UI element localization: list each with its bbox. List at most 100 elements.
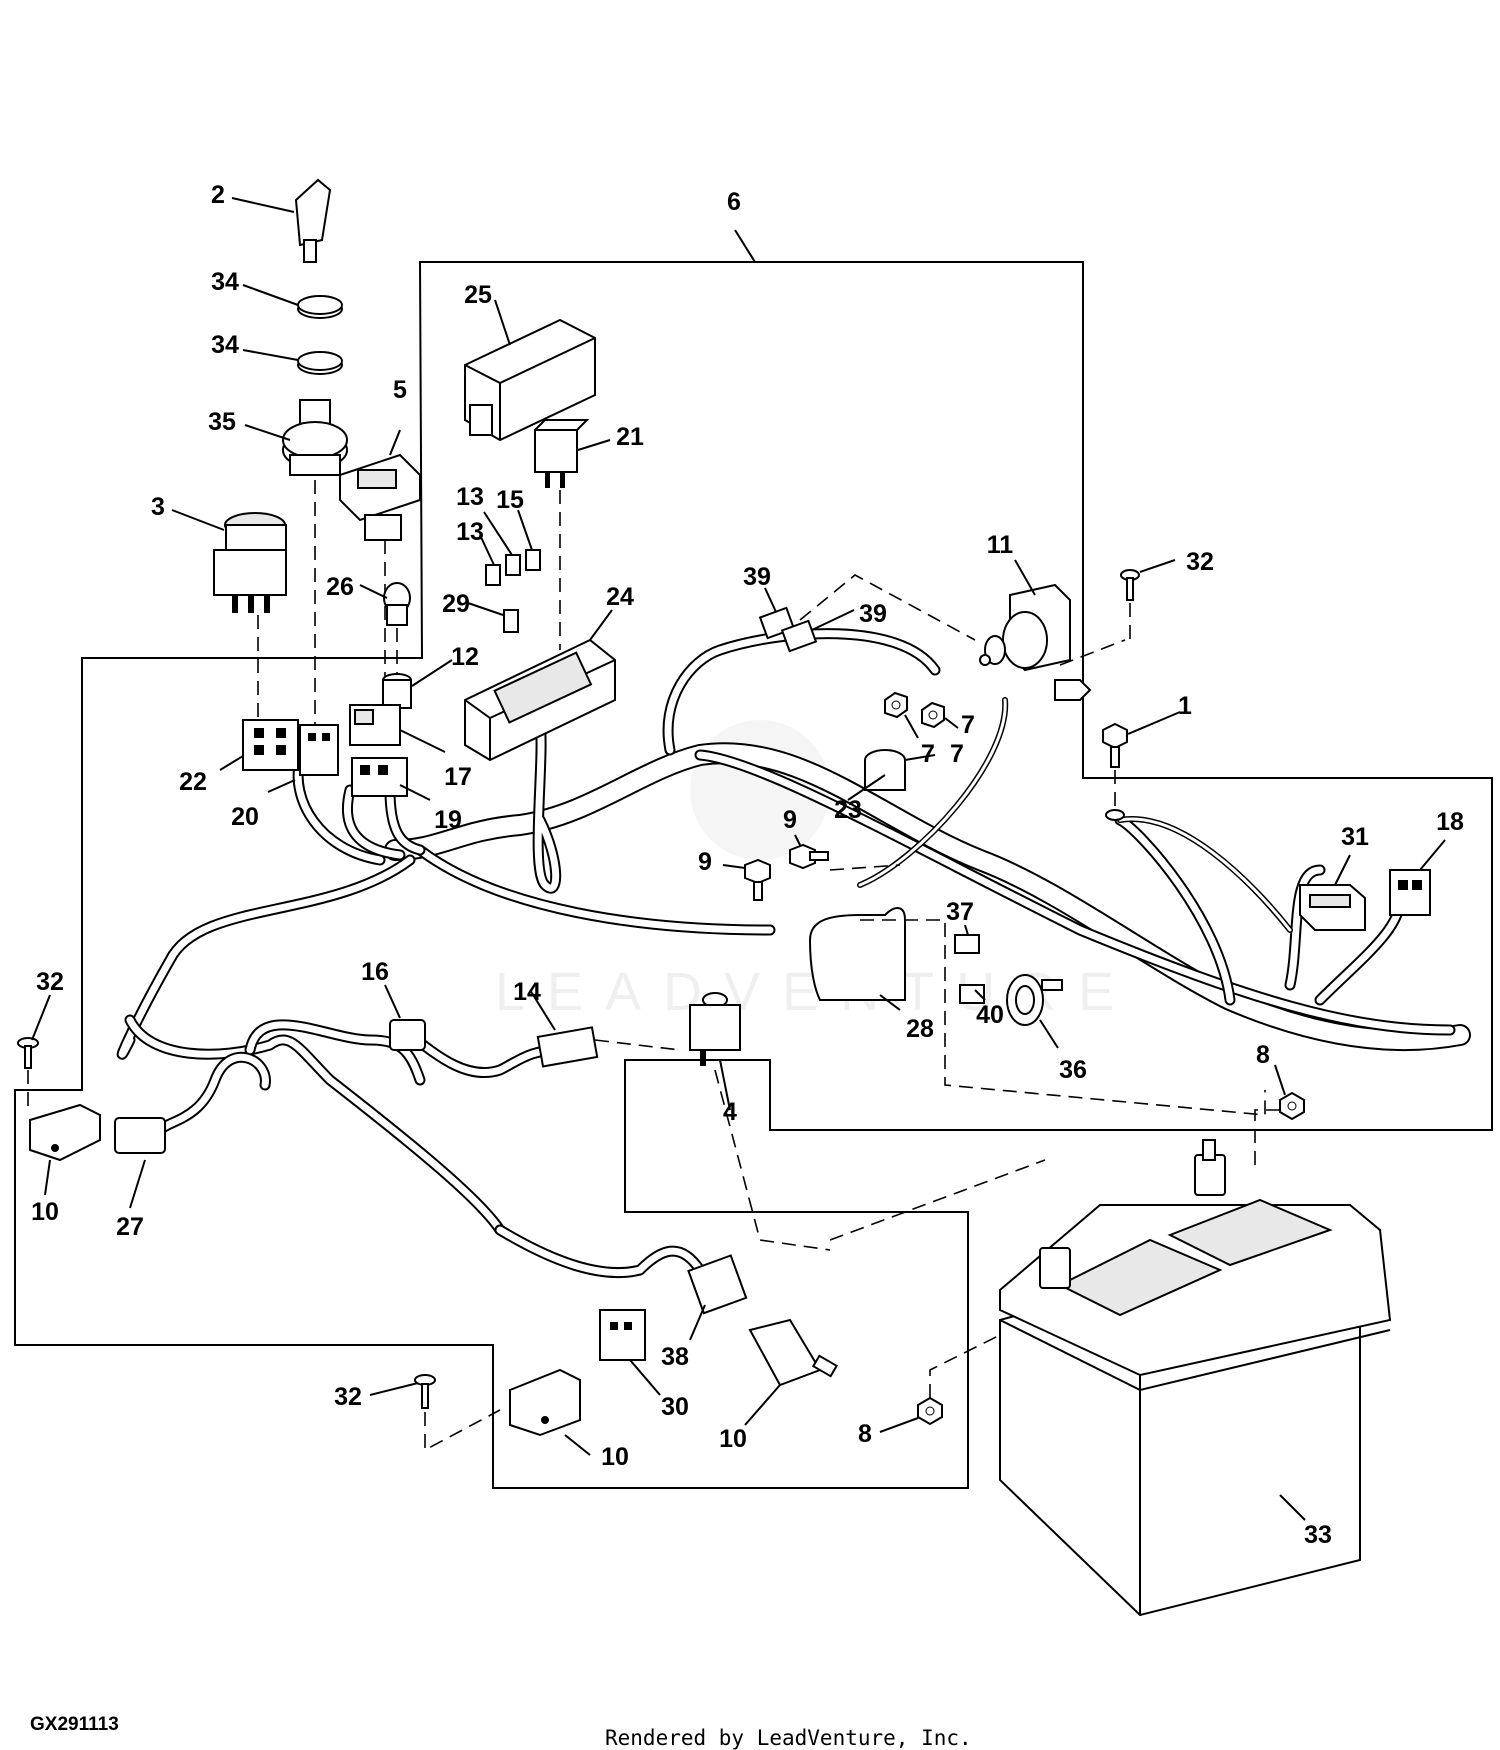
leader-34a bbox=[242, 284, 299, 306]
leader-32b bbox=[31, 994, 51, 1041]
ground-bolt bbox=[1102, 722, 1128, 768]
callout-12: 12 bbox=[451, 643, 479, 671]
leader-2 bbox=[231, 197, 295, 213]
leader-10b bbox=[564, 1434, 591, 1456]
leader-30 bbox=[629, 1359, 661, 1396]
battery-terminal-nut-upper bbox=[1279, 1091, 1305, 1121]
leader-13b bbox=[483, 511, 513, 556]
battery-ground-cable bbox=[857, 697, 1293, 933]
harness-connector-b bbox=[780, 619, 818, 653]
light-connector bbox=[349, 704, 401, 746]
callout-30: 30 bbox=[661, 1393, 689, 1421]
leader-10a bbox=[44, 1159, 51, 1196]
harness-boundary-outline bbox=[14, 261, 1493, 1489]
callout-3: 3 bbox=[151, 493, 165, 521]
leader-24 bbox=[589, 609, 613, 641]
callout-18: 18 bbox=[1436, 808, 1464, 836]
dash-32c bbox=[424, 1409, 501, 1452]
callout-26: 26 bbox=[326, 573, 354, 601]
fuse-small bbox=[503, 609, 519, 633]
pto-harness-connector bbox=[242, 719, 299, 771]
screw-upper bbox=[1120, 569, 1140, 601]
callout-17: 17 bbox=[444, 763, 472, 791]
callout-34a: 34 bbox=[211, 268, 239, 296]
dash-37 bbox=[860, 919, 1266, 1116]
leader-28 bbox=[879, 994, 901, 1011]
reverse-connector bbox=[687, 1254, 748, 1315]
callout-labels: 1 2 3 4 5 6 7 7 7 8 8 9 9 10 10 10 10 11… bbox=[31, 181, 1464, 1549]
callout-9b: 9 bbox=[783, 806, 797, 834]
leader-32c bbox=[369, 1382, 419, 1396]
leader-27 bbox=[129, 1159, 146, 1209]
leader-39b bbox=[811, 609, 855, 631]
interlock-switch-left bbox=[29, 1103, 101, 1162]
dash-8b bbox=[929, 1334, 1001, 1398]
wire-harness bbox=[116, 628, 1471, 1279]
ignition-key bbox=[294, 178, 332, 263]
callout-39a: 39 bbox=[743, 563, 771, 591]
callout-35: 35 bbox=[208, 408, 236, 436]
leader-12 bbox=[411, 659, 453, 687]
render-credit: Rendered by LeadVenture, Inc. bbox=[605, 1726, 972, 1750]
dash-9 bbox=[829, 864, 901, 871]
terminal-nut-b bbox=[921, 701, 945, 729]
ignition-switch bbox=[282, 399, 348, 476]
callout-29: 29 bbox=[442, 590, 470, 618]
leader-8b bbox=[879, 1417, 919, 1433]
interlock-connector bbox=[114, 1117, 166, 1154]
lamp-bulb bbox=[383, 582, 411, 626]
seat-connector bbox=[599, 1309, 646, 1361]
leader-29 bbox=[467, 602, 504, 616]
screw-lower bbox=[414, 1374, 436, 1409]
leader-9b bbox=[794, 834, 801, 846]
leader-19 bbox=[399, 784, 431, 801]
callout-33: 33 bbox=[1304, 1521, 1332, 1549]
callout-8b: 8 bbox=[858, 1420, 872, 1448]
ground-bolt-a bbox=[744, 858, 771, 901]
callout-7b: 7 bbox=[961, 711, 975, 739]
dash-8a bbox=[1254, 1109, 1280, 1165]
callout-13b: 13 bbox=[456, 483, 484, 511]
ignition-nut-upper bbox=[297, 295, 343, 319]
pto-connector bbox=[351, 757, 408, 797]
leader-26 bbox=[359, 584, 388, 599]
fuse-c bbox=[525, 549, 541, 571]
leader-14 bbox=[529, 989, 556, 1031]
callout-15: 15 bbox=[496, 486, 524, 514]
reverse-switch bbox=[748, 1318, 839, 1387]
leader-17 bbox=[399, 729, 446, 753]
leader-7c bbox=[904, 754, 936, 761]
pto-switch bbox=[213, 512, 287, 613]
callout-20: 20 bbox=[231, 803, 259, 831]
leader-36 bbox=[1039, 1019, 1059, 1049]
fuse-b bbox=[505, 554, 521, 576]
fuse-a bbox=[485, 564, 501, 586]
terminal-nut-a bbox=[884, 691, 908, 719]
leader-13a bbox=[479, 534, 495, 566]
callout-32a: 32 bbox=[1186, 548, 1214, 576]
leader-9a bbox=[722, 864, 746, 869]
callout-24: 24 bbox=[606, 583, 634, 611]
callout-40: 40 bbox=[976, 1001, 1004, 1029]
leader-3 bbox=[171, 509, 225, 531]
callout-31: 31 bbox=[1341, 823, 1369, 851]
callout-2: 2 bbox=[211, 181, 225, 209]
relay bbox=[534, 419, 590, 488]
callout-38: 38 bbox=[661, 1343, 689, 1371]
callout-10c: 10 bbox=[719, 1425, 747, 1453]
callout-23: 23 bbox=[834, 796, 862, 824]
leader-7a bbox=[904, 714, 919, 739]
rear-harness-connector bbox=[1299, 884, 1366, 931]
leader-16 bbox=[384, 984, 401, 1019]
leader-1 bbox=[1127, 711, 1181, 735]
seat-switch bbox=[509, 1368, 581, 1437]
leader-38 bbox=[689, 1304, 706, 1341]
callout-32c: 32 bbox=[334, 1383, 362, 1411]
brake-switch bbox=[689, 992, 741, 1066]
leader-6 bbox=[734, 229, 756, 263]
leader-34b bbox=[242, 349, 299, 361]
leader-32a bbox=[1139, 559, 1176, 573]
leader-8a bbox=[1274, 1064, 1286, 1096]
callout-36: 36 bbox=[1059, 1056, 1087, 1084]
